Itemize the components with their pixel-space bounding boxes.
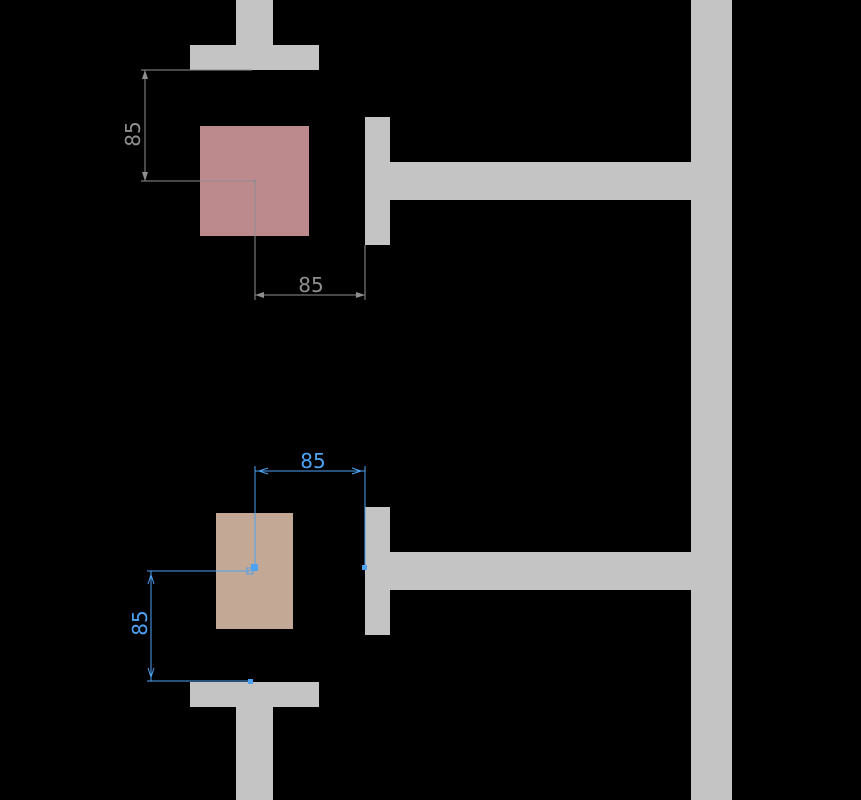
upper-horz-arrow-left [255,292,264,298]
lower-bottom-t-point-handle[interactable] [248,679,253,684]
upper-vert-arrow-top [142,70,148,79]
main-vertical-wall[interactable] [691,0,732,800]
bottom-t-flange[interactable] [190,682,319,707]
lower-dim-arrows [147,467,363,679]
bottom-t-stem[interactable] [236,705,273,800]
lower-box-center-handle-alt[interactable] [246,567,254,575]
upper-horz-arrow-right [356,292,365,298]
upper-vertical-dimension-label[interactable]: 85 [121,121,145,146]
top-t-stem[interactable] [236,0,273,48]
walls [190,0,732,800]
upper-branch-bar[interactable] [388,162,692,200]
lower-vertical-dimension-label[interactable]: 85 [128,610,152,635]
lower-horz-arrow-left [257,467,269,475]
top-t-flange[interactable] [190,45,319,70]
upper-dimensions [141,69,366,300]
lower-dimensions [147,466,366,682]
lower-horizontal-dimension-label[interactable]: 85 [300,449,325,473]
lower-box-center-handle[interactable] [251,564,258,571]
lower-branch-flange[interactable] [365,507,390,635]
upper-box-center-point[interactable] [253,179,257,183]
lower-branch-bar[interactable] [388,552,692,590]
lower-selection-handles [246,564,367,684]
lower-flange-point-handle[interactable] [362,565,367,570]
upper-vert-arrow-bottom [142,172,148,181]
upper-branch-flange[interactable] [365,117,390,245]
upper-dim-arrows [142,70,365,298]
lower-vert-arrow-top [147,573,155,585]
upper-horizontal-dimension-label[interactable]: 85 [298,273,323,297]
lower-vert-arrow-bottom [147,667,155,679]
lower-horz-arrow-right [351,467,363,475]
